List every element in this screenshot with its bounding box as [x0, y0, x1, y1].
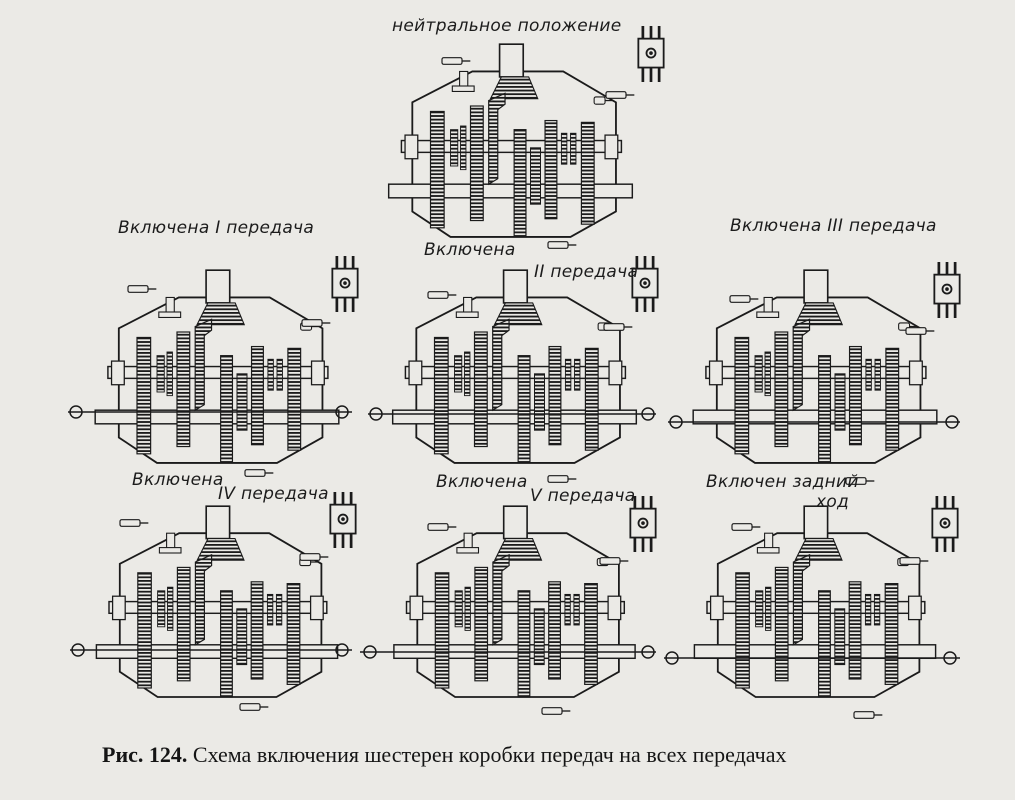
label-first-gear: Включена I передача — [118, 218, 315, 238]
shift-lever-icon — [330, 254, 360, 314]
label-reverse-line1: Включен задний — [706, 472, 859, 492]
caption-number: Рис. 124. — [102, 742, 188, 767]
gearbox-neutral — [387, 24, 666, 249]
shift-lever-icon — [930, 494, 960, 554]
shift-fork-icon — [729, 294, 759, 304]
shift-fork-icon — [427, 290, 458, 300]
label-fourth-gear-line1: Включена — [132, 470, 224, 490]
shift-fork-icon — [547, 474, 577, 484]
label-third-gear: Включена III передача — [730, 216, 937, 236]
label-fifth-gear-line2: V передача — [530, 486, 636, 506]
label-fourth-gear-line2: IV передача — [218, 484, 329, 504]
label-reverse-line2: ход — [816, 492, 850, 512]
shift-fork-icon — [603, 322, 633, 332]
label-second-gear-line1: Включена — [424, 240, 516, 260]
shift-fork-icon — [119, 519, 149, 527]
label-neutral: нейтральное положение — [392, 16, 622, 36]
caption-text: Схема включения шестерен коробки передач… — [187, 742, 787, 767]
shift-fork-icon — [541, 707, 571, 715]
shift-fork-icon — [127, 284, 157, 294]
gearbox-third-gear — [668, 260, 962, 486]
shift-fork-icon — [244, 468, 275, 478]
shift-fork-icon — [427, 523, 458, 531]
shift-lever-icon — [932, 260, 962, 320]
label-second-gear-line2: II передача — [534, 262, 639, 282]
shift-fork-icon — [599, 557, 629, 565]
gearbox-second-gear — [368, 254, 660, 484]
shift-lever-icon — [328, 490, 358, 550]
shift-fork-icon — [441, 57, 472, 66]
shift-fork-icon — [547, 241, 577, 249]
gearbox-reverse-gear — [664, 494, 960, 719]
shift-fork-icon — [731, 523, 761, 531]
shift-fork-icon — [301, 318, 332, 328]
shift-fork-icon — [905, 326, 935, 336]
gearbox-first-gear — [68, 254, 360, 478]
shift-lever-icon — [636, 24, 666, 84]
shift-fork-icon — [605, 90, 635, 100]
shift-fork-icon — [899, 557, 929, 565]
gearbox-fifth-gear — [360, 494, 658, 715]
shift-fork-icon — [239, 703, 270, 711]
figure-caption: Рис. 124. Схема включения шестерен короб… — [102, 742, 787, 768]
shift-fork-icon — [299, 553, 330, 561]
label-fifth-gear-line1: Включена — [436, 472, 528, 492]
shift-fork-icon — [853, 711, 883, 719]
gearbox-fourth-gear — [70, 490, 358, 711]
